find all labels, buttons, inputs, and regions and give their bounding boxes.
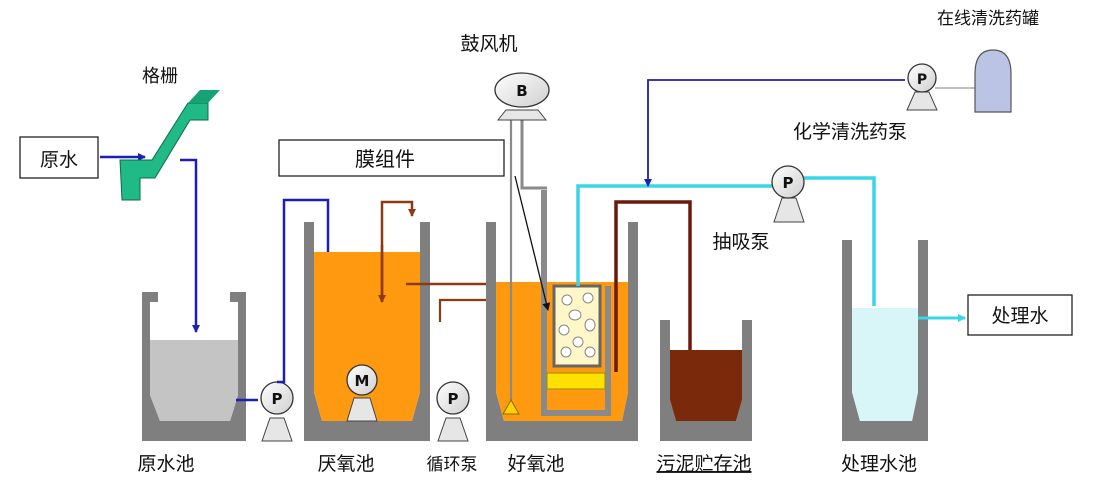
suction-pump-label: 抽吸泵 <box>712 231 769 253</box>
screen <box>119 90 220 201</box>
raw-tank <box>142 292 246 441</box>
anaerobic-tank <box>304 222 430 441</box>
blower-symbol: B <box>516 82 527 100</box>
chem-cleaning-pump-label: 化学清洗药泵 <box>793 121 907 143</box>
raw-water-source: 原水 <box>19 136 99 179</box>
suction-pump-symbol: P <box>783 174 794 192</box>
permeate-to-treated-line <box>802 176 876 306</box>
membrane-module-callout: 膜组件 <box>278 139 505 177</box>
circulation-pump-symbol: P <box>448 390 459 408</box>
sludge-waste-line <box>614 200 692 372</box>
chem-cleaning-line <box>644 79 905 187</box>
aerobic-tank-label: 好氧池 <box>507 453 564 475</box>
screen-to-raw-tank-line <box>180 158 200 333</box>
feed-pump-to-anaerobic-line <box>277 198 332 384</box>
online-cleaning-tank-label: 在线清洗药罐 <box>937 9 1039 29</box>
treated-water-output: 处理水 <box>967 294 1073 336</box>
feed-pump-symbol: P <box>272 390 283 408</box>
chem-cleaning-pump-symbol: P <box>917 72 927 88</box>
online-cleaning-tank <box>974 49 1012 113</box>
membrane-callout-pointer <box>514 175 551 311</box>
feed-pump: P <box>260 381 294 442</box>
diffuser <box>502 398 520 415</box>
chem-cleaning-pump: P <box>906 63 938 111</box>
circulation-pump: P <box>436 381 470 442</box>
mixer-symbol: M <box>355 372 370 390</box>
treated-tank <box>842 240 928 441</box>
circulation-line <box>438 298 498 322</box>
raw-water-label: 原水 <box>40 149 78 171</box>
screen-label: 格栅 <box>142 66 178 87</box>
blower-label: 鼓风机 <box>460 33 517 55</box>
blower: B <box>494 72 550 121</box>
anaerobic-tank-label: 厌氧池 <box>317 453 374 475</box>
treated-water-label: 处理水 <box>991 305 1048 327</box>
membrane-frame <box>541 190 611 416</box>
raw-tank-label: 原水池 <box>137 453 194 475</box>
circulation-pump-label: 循环泵 <box>427 455 478 475</box>
treated-tank-label: 处理水池 <box>841 453 917 475</box>
sludge-tank <box>660 320 752 441</box>
membrane-module-label: 膜组件 <box>355 147 415 171</box>
mixer: M <box>346 364 378 422</box>
sludge-tank-label: 污泥贮存池 <box>656 453 751 475</box>
suction-pump: P <box>771 165 805 223</box>
air-pipe <box>520 118 547 190</box>
permeate-line <box>576 184 772 286</box>
